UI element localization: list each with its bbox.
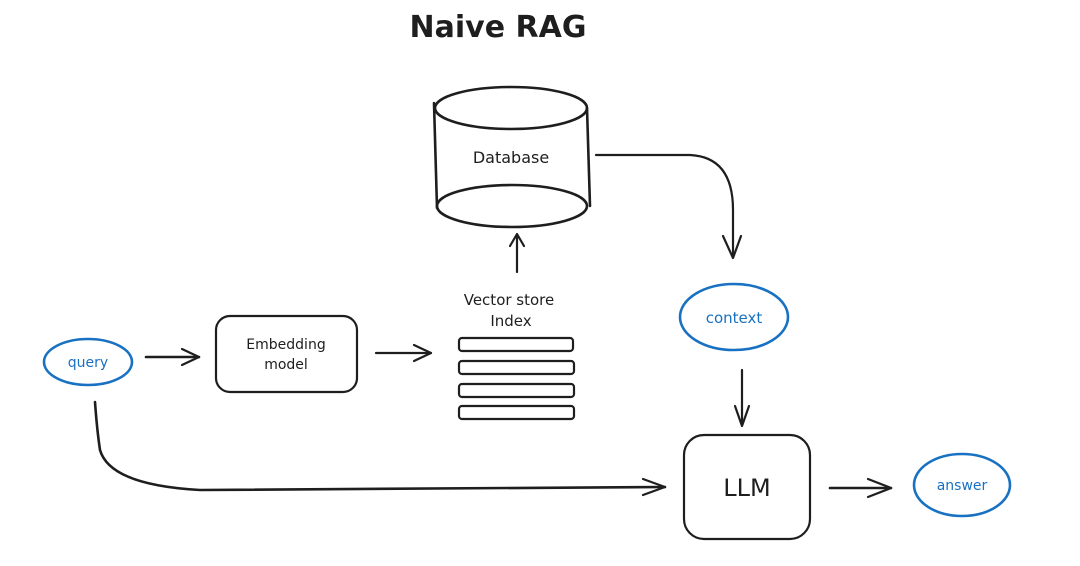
edge-database-to-context [594,153,743,260]
database-top [433,85,589,131]
arrowhead-icon [508,232,526,248]
edge-embedding-to-vector-store [374,343,433,363]
query-ellipse [42,337,134,387]
database-left-side [432,101,439,210]
context-ellipse [678,282,790,352]
arrowhead-icon [733,404,751,428]
arrowhead-icon [180,347,201,367]
embedding-model-node[interactable]: Embedding model [214,314,359,394]
context-label: context [706,309,763,327]
database-node[interactable]: Database [432,85,592,229]
index-row [457,336,575,353]
query-node[interactable]: query [42,337,134,387]
arrowhead-icon [412,343,433,363]
database-label: Database [473,148,549,167]
database-right-side [585,106,592,208]
index-row [457,404,576,421]
query-label: query [68,355,108,371]
embedding-model-label-line1: Embedding [246,337,325,353]
edge-vector-store-to-database [508,232,526,274]
index-row [457,382,576,399]
answer-node[interactable]: answer [912,452,1012,518]
llm-node[interactable]: LLM [682,433,812,541]
edge-query-to-embedding [144,347,201,367]
edge-context-to-llm [733,368,751,428]
vector-store-label-line2: Index [490,312,531,330]
llm-box [682,433,812,541]
arrowhead-icon [866,477,893,499]
llm-label: LLM [723,474,770,502]
index-row [457,359,576,376]
vector-store-label-line1: Vector store [464,291,555,309]
embedding-model-box [214,314,359,394]
database-bottom [435,183,589,229]
answer-label: answer [937,478,988,494]
arrowhead-icon [641,477,667,497]
answer-ellipse [912,452,1012,518]
vector-store-node[interactable]: Vector store Index [457,291,576,421]
diagram-title: Naive RAG [410,10,587,45]
arrowhead-icon [721,234,743,260]
embedding-model-label-line2: model [264,357,308,373]
edge-query-to-llm [93,400,667,497]
edge-llm-to-answer [828,477,893,499]
context-node[interactable]: context [678,282,790,352]
